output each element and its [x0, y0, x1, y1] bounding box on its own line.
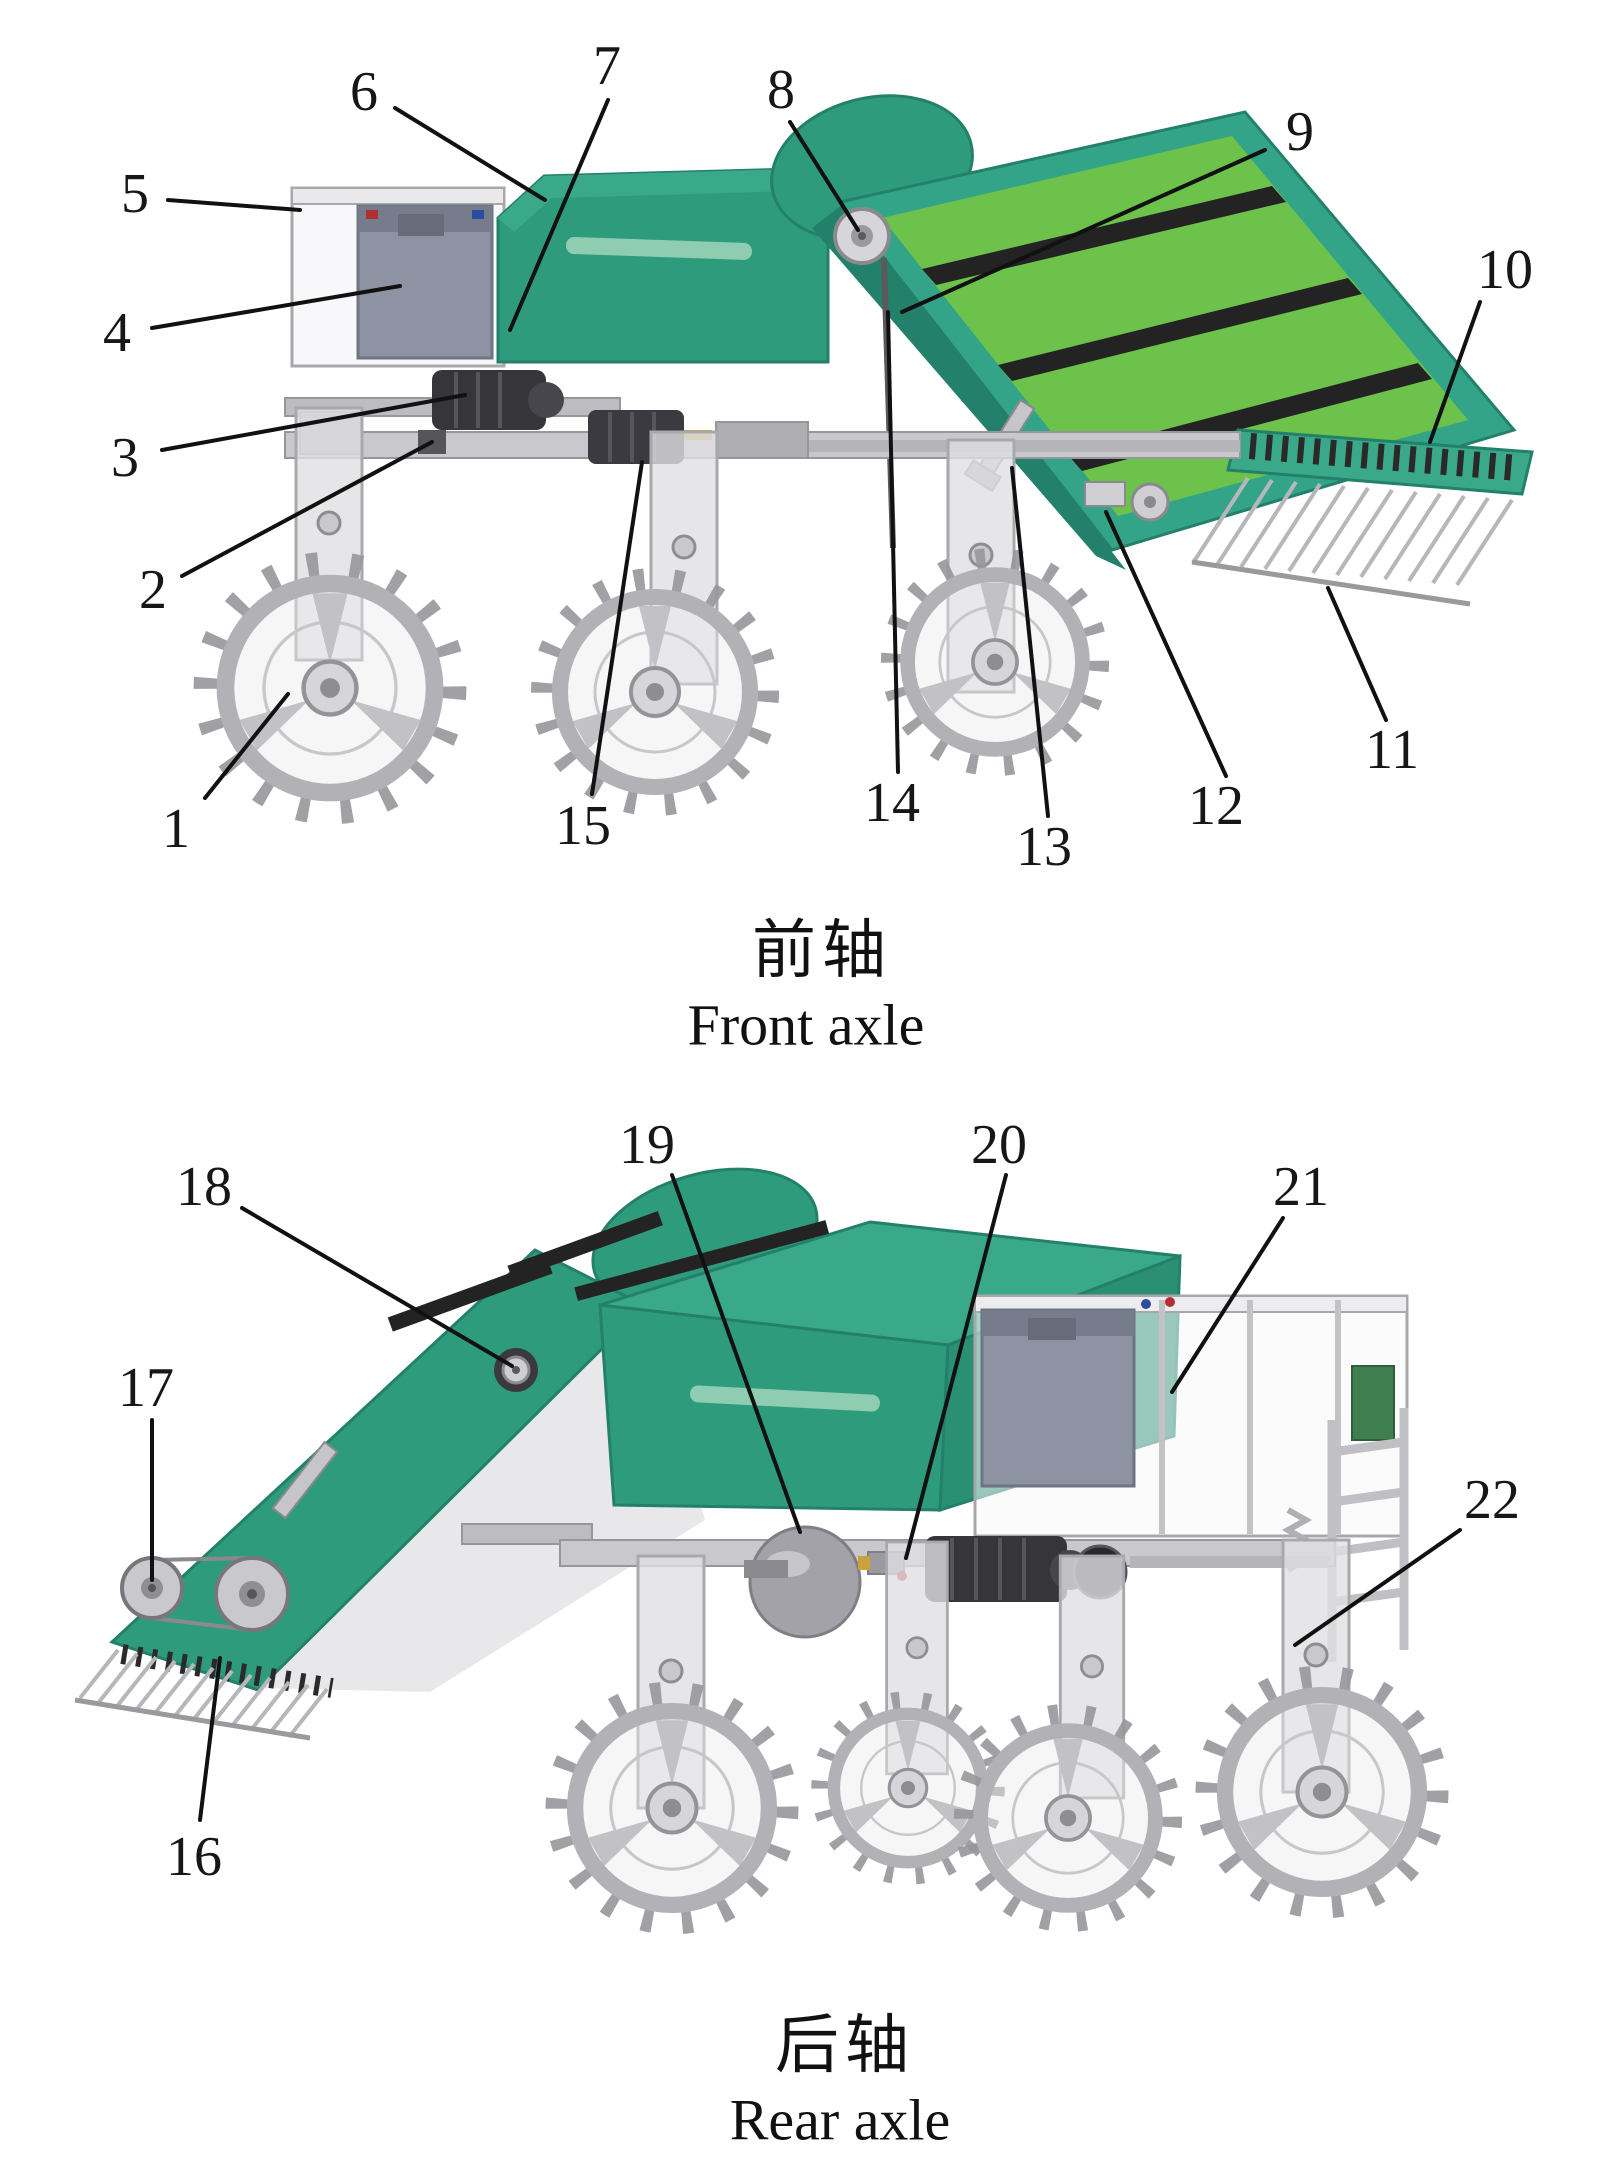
spiked-wheel: [207, 565, 453, 811]
part-label-11: 11: [1365, 719, 1419, 781]
part-label-12: 12: [1188, 775, 1244, 837]
conveyor-lever: [271, 1440, 339, 1520]
part-label-22: 22: [1464, 1469, 1520, 1531]
part-label-15: 15: [555, 795, 611, 857]
side-panel: [258, 1302, 705, 1692]
part-label-21: 21: [1273, 1156, 1329, 1218]
part-label-1: 1: [162, 798, 190, 860]
part-label-10: 10: [1477, 239, 1533, 301]
drive-motor-front: [432, 370, 564, 430]
battery-box: [356, 204, 494, 360]
part-label-19: 19: [619, 1114, 675, 1176]
front-hopper: [496, 166, 830, 364]
leader-lines: [150, 98, 1482, 1822]
controller-board: [1351, 1365, 1395, 1441]
spiked-wheel: [965, 1715, 1171, 1921]
part-label-8: 8: [767, 59, 795, 121]
part-label-3: 3: [111, 427, 139, 489]
spiked-wheel: [1208, 1678, 1436, 1906]
part-label-18: 18: [176, 1156, 232, 1218]
front-conveyor: [770, 94, 1517, 570]
comb-row: [1248, 433, 1520, 481]
gearbox-block: [715, 421, 809, 459]
part-label-16: 16: [166, 1826, 222, 1888]
rear-axle-caption-zh: 后轴: [775, 2010, 915, 2081]
rear-axle-caption-en: Rear axle: [729, 2087, 951, 2153]
spiked-wheel: [558, 1694, 786, 1922]
front-pickup-header: [1191, 428, 1534, 607]
part-label-14: 14: [864, 772, 920, 834]
part-label-4: 4: [103, 302, 131, 364]
support-bracket: [1084, 481, 1126, 507]
part-label-20: 20: [971, 1114, 1027, 1176]
front-axle-caption-zh: 前轴: [752, 915, 892, 986]
part-label-13: 13: [1016, 816, 1072, 878]
part-label-6: 6: [350, 61, 378, 123]
rear-battery-box: [980, 1308, 1136, 1488]
rear-pickup-header: [74, 1644, 334, 1741]
front-chassis: [284, 370, 1241, 464]
ball-gearbox: [744, 1525, 862, 1639]
part-label-7: 7: [593, 35, 621, 97]
part-label-17: 17: [118, 1357, 174, 1419]
pickup-tines: [1191, 476, 1514, 587]
front-axle-drawing: [207, 94, 1534, 811]
spiked-wheel: [892, 559, 1098, 765]
part-label-2: 2: [139, 559, 167, 621]
pickup-pulleys: [120, 1556, 290, 1632]
part-label-5: 5: [121, 163, 149, 225]
drive-pulley: [833, 207, 891, 265]
spiked-wheel: [543, 580, 767, 804]
rear-axle-drawing: [74, 1167, 1436, 1922]
part-label-9: 9: [1286, 101, 1314, 163]
front-frame-box: [290, 186, 506, 368]
front-axle-caption-en: Front axle: [687, 992, 925, 1058]
